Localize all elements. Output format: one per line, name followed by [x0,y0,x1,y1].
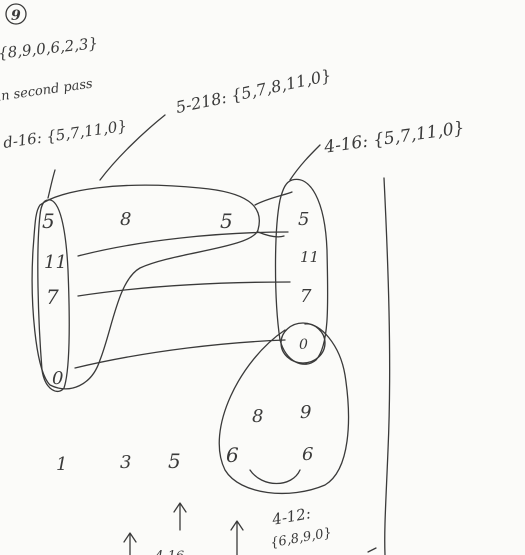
right-node-0: 0 [299,337,308,353]
group-node-6b: 6 [302,444,313,465]
top-node-8: 8 [120,209,131,230]
left-node-5: 5 [42,209,55,233]
header-second-pass: in second pass [0,76,94,104]
top-link-outline [255,192,292,237]
right-node-7: 7 [300,286,312,307]
group-node-8: 8 [252,406,263,427]
arrow-up-2 [231,521,243,555]
bottom-node-1: 1 [56,454,67,475]
edge-7 [78,282,290,296]
bottom-edge-label: 4-16 [154,549,184,555]
label-d16: d-16: {5,7,11,0} [2,117,128,152]
pointer-4-16 [290,145,320,180]
label-4-12-line1: 4-12: [270,504,312,529]
edge-0 [75,340,285,368]
top-node-5: 5 [220,209,233,233]
label-4-12-line2: {6,8,9,0} [269,526,333,552]
small-tick [368,548,376,552]
group-node-6a: 6 [226,443,239,467]
edge-11 [78,232,288,256]
header-number: 9 [11,8,21,24]
left-node-7: 7 [46,285,59,309]
arrow-up-3 [124,533,136,555]
right-node-11: 11 [300,248,319,266]
label-4-16: 4-16: {5,7,11,0} [322,118,466,158]
left-node-11: 11 [44,252,67,273]
pointer-d16 [48,170,55,198]
arrow-up-1 [174,503,186,530]
right-node-5: 5 [298,209,309,230]
six-link-curve [250,470,300,484]
group-node-9: 9 [300,402,311,423]
bottom-node-3: 3 [120,452,131,473]
divider-line [384,178,390,555]
header-set-line: {8,9,0,6,2,3} [0,34,99,62]
bottom-node-5: 5 [168,449,181,473]
label-5-218: 5-218: {5,7,8,11,0} [174,66,333,118]
left-node-0: 0 [52,368,63,389]
